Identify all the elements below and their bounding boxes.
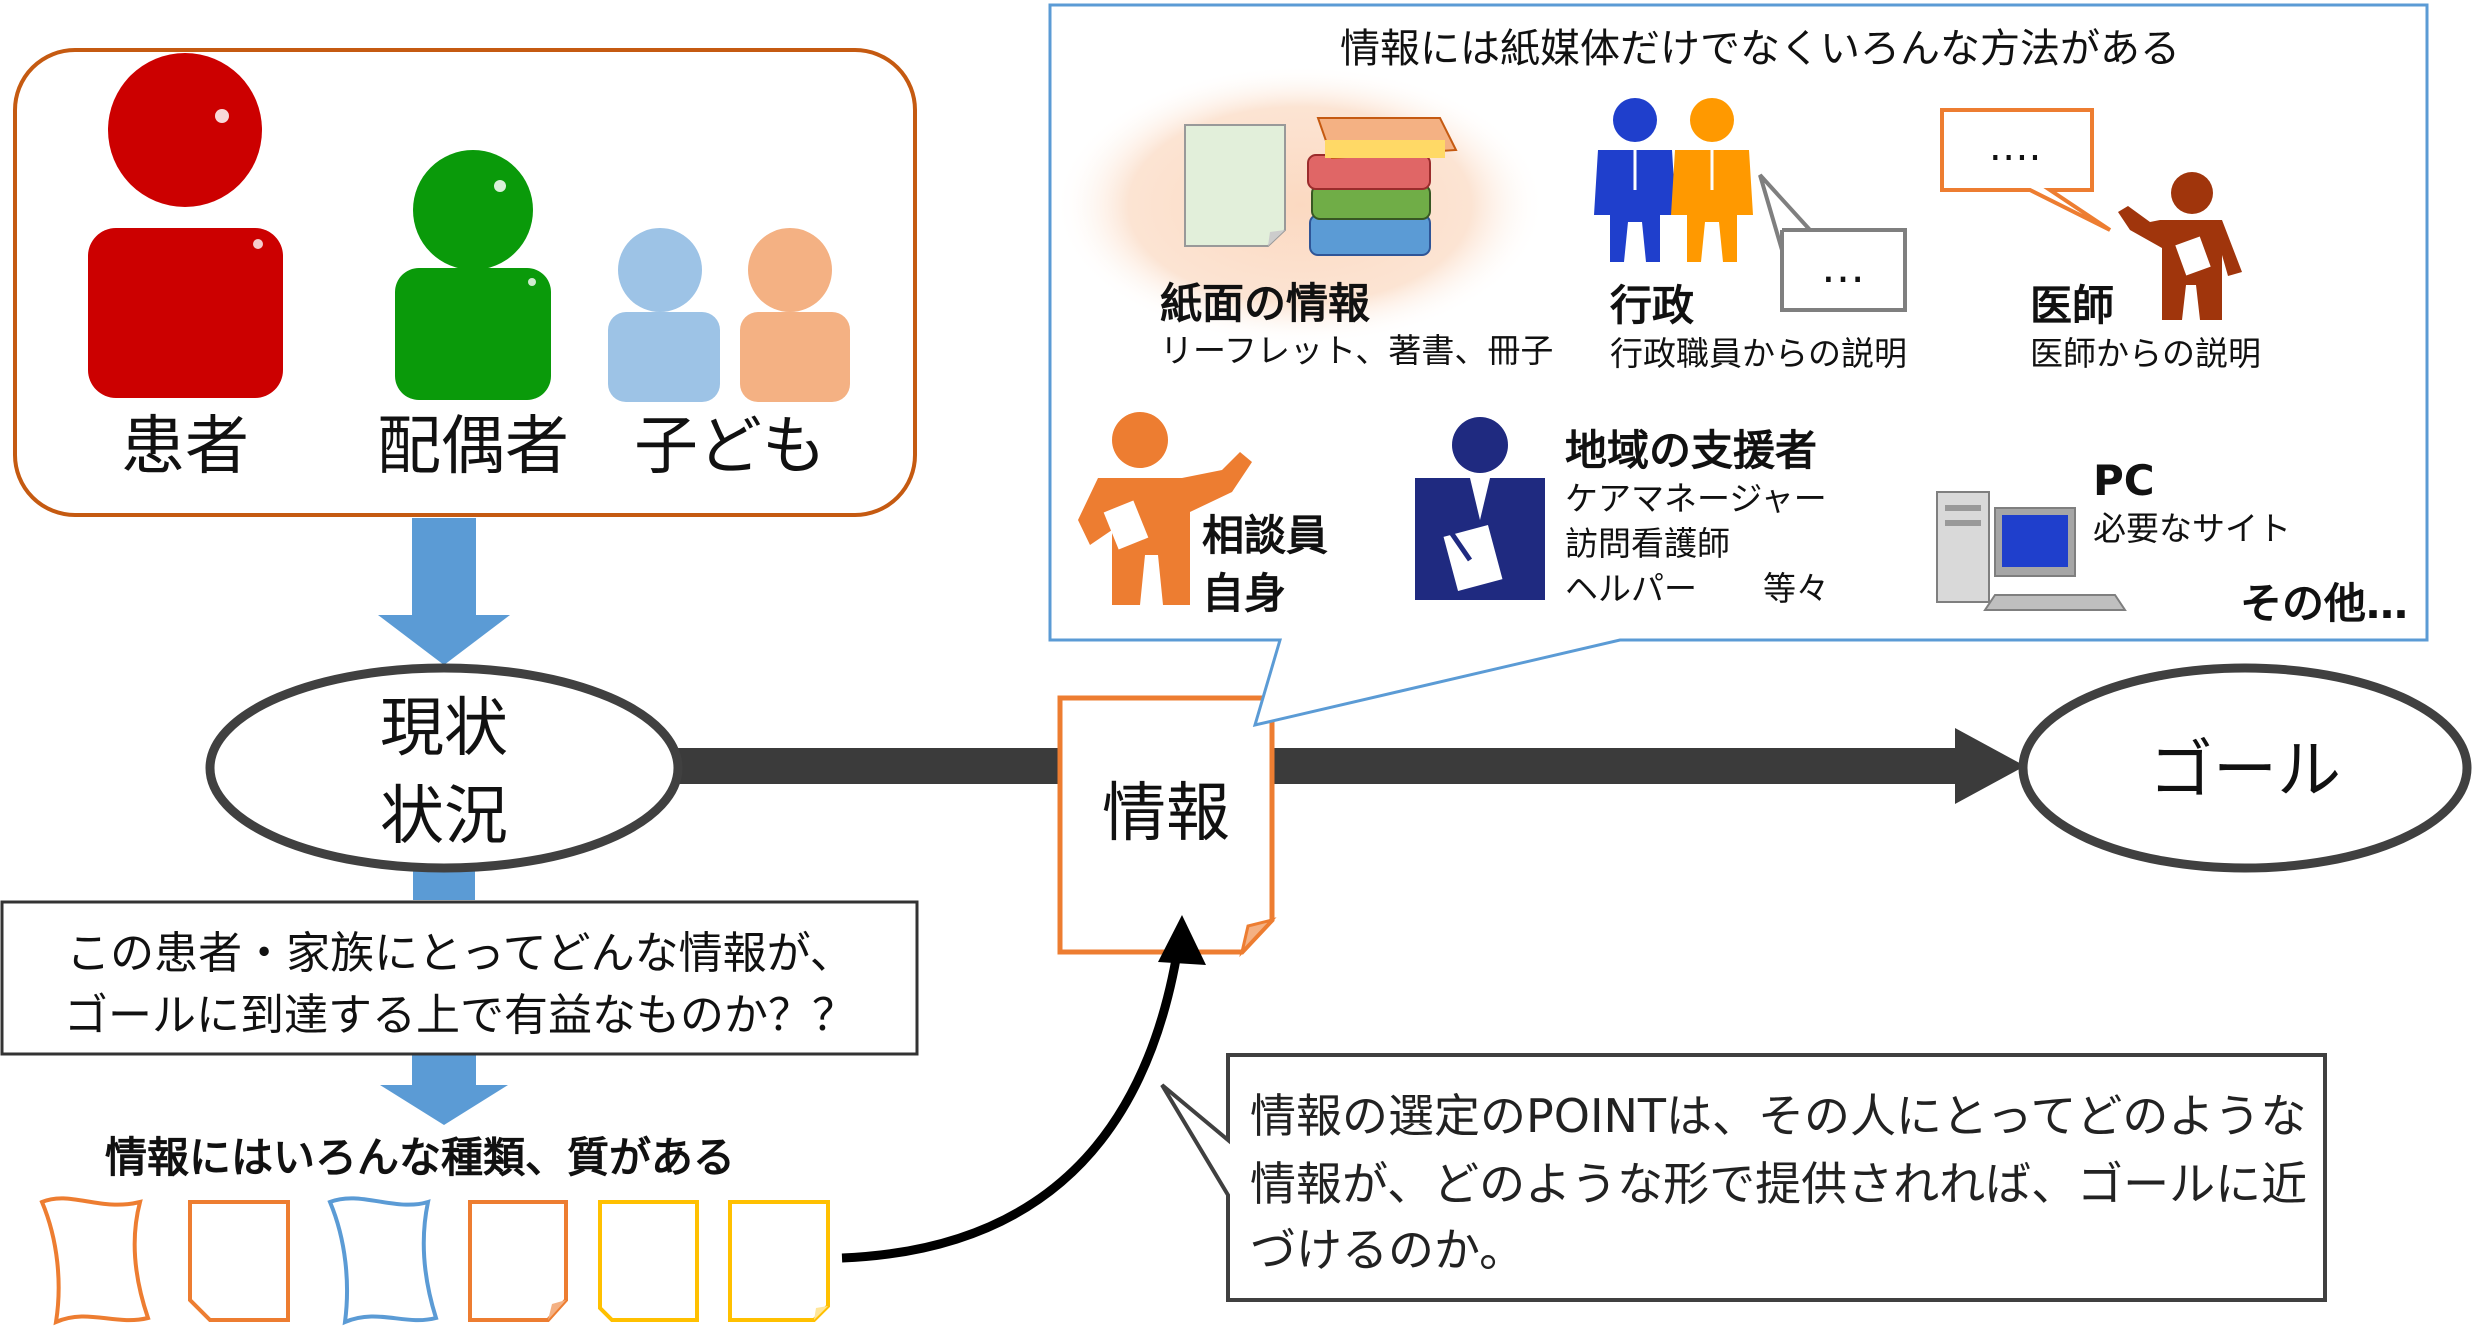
pc-title: PC — [2093, 456, 2155, 505]
admin-title: 行政 — [1610, 281, 1694, 330]
admin-sub: 行政職員からの説明 — [1610, 334, 1907, 373]
document-type-yellow-2 — [728, 1200, 830, 1322]
document-type-corner-orange — [468, 1200, 568, 1322]
child-icon-blue — [608, 228, 720, 402]
other-methods-label: その他… — [2240, 579, 2408, 628]
curved-arrowhead — [1158, 915, 1206, 965]
flow-bar — [660, 748, 1970, 784]
flow-arrowhead — [1955, 728, 2025, 804]
document-type-folded-orange — [188, 1200, 290, 1322]
point-note-box — [1160, 1053, 2327, 1302]
document-type-wavy-blue — [327, 1196, 439, 1326]
current-label-line1: 現状 — [380, 692, 508, 766]
spouse-label: 配偶者 — [377, 410, 569, 484]
pc-sub: 必要なサイト — [2093, 509, 2291, 548]
patient-icon — [88, 53, 283, 398]
counselor-title-line2: 自身 — [1202, 569, 1286, 618]
leaflet-icon — [1184, 124, 1286, 247]
books-icon — [1307, 117, 1458, 256]
admin-staff-icon — [1594, 98, 1753, 262]
question-box — [0, 900, 919, 1056]
curved-arrow — [841, 934, 1185, 1263]
doctor-icon — [2118, 172, 2242, 320]
callout-title: 情報には紙媒体だけでなくいろんな方法がある — [1340, 26, 2180, 72]
counselor-icon — [1078, 412, 1252, 605]
paper-info-sub: リーフレット、著書、冊子 — [1160, 331, 1553, 370]
current-label-line2: 状況 — [380, 780, 508, 854]
doctor-speech-bubble — [1940, 108, 2112, 232]
goal-label: ゴール — [2149, 734, 2341, 808]
document-type-yellow-1 — [598, 1200, 699, 1322]
document-type-wavy-orange — [39, 1196, 151, 1326]
down-arrow-1 — [378, 518, 510, 665]
point-note-line1: 情報の選定のPOINTは、その人にとってどのような — [1250, 1089, 2306, 1143]
child-icon-peach — [740, 228, 850, 402]
supporters-line3: ヘルパー 等々 — [1565, 569, 1829, 608]
point-note-line3: づけるのか。 — [1250, 1223, 1525, 1277]
children-label: 子ども — [634, 410, 826, 484]
counselor-title-line1: 相談員 — [1202, 511, 1328, 560]
info-label: 情報 — [1102, 777, 1230, 851]
patient-label: 患者 — [121, 410, 249, 484]
admin-speech-bubble — [1758, 173, 1907, 312]
info-types-heading: 情報にはいろんな種類、質がある — [105, 1133, 735, 1182]
spouse-icon — [395, 150, 551, 400]
question-line1: この患者・家族にとってどんな情報が、 — [66, 928, 854, 979]
current-status-ellipse — [205, 663, 683, 873]
doctor-bubble-text: …. — [1989, 124, 2042, 170]
info-document — [1057, 695, 1277, 958]
admin-bubble-text: … — [1821, 242, 1865, 293]
question-line2: ゴールに到達する上で有益なものか？？ — [64, 990, 856, 1041]
supporters-line2: 訪問看護師 — [1565, 524, 1730, 563]
point-note-line2: 情報が、どのような形で提供されれば、ゴールに近 — [1250, 1157, 2307, 1211]
doctor-sub: 医師からの説明 — [2030, 334, 2261, 373]
paper-info-title: 紙面の情報 — [1160, 279, 1370, 328]
pc-icon — [1936, 491, 2127, 611]
supporter-icon — [1415, 417, 1545, 600]
supporters-title: 地域の支援者 — [1565, 426, 1817, 475]
family-group: 患者 配偶者 子ども — [13, 48, 917, 517]
goal-ellipse — [2018, 663, 2472, 873]
down-arrow-2 — [380, 1050, 508, 1125]
doctor-title: 医師 — [2030, 281, 2114, 330]
supporters-line1: ケアマネージャー — [1565, 479, 1827, 518]
